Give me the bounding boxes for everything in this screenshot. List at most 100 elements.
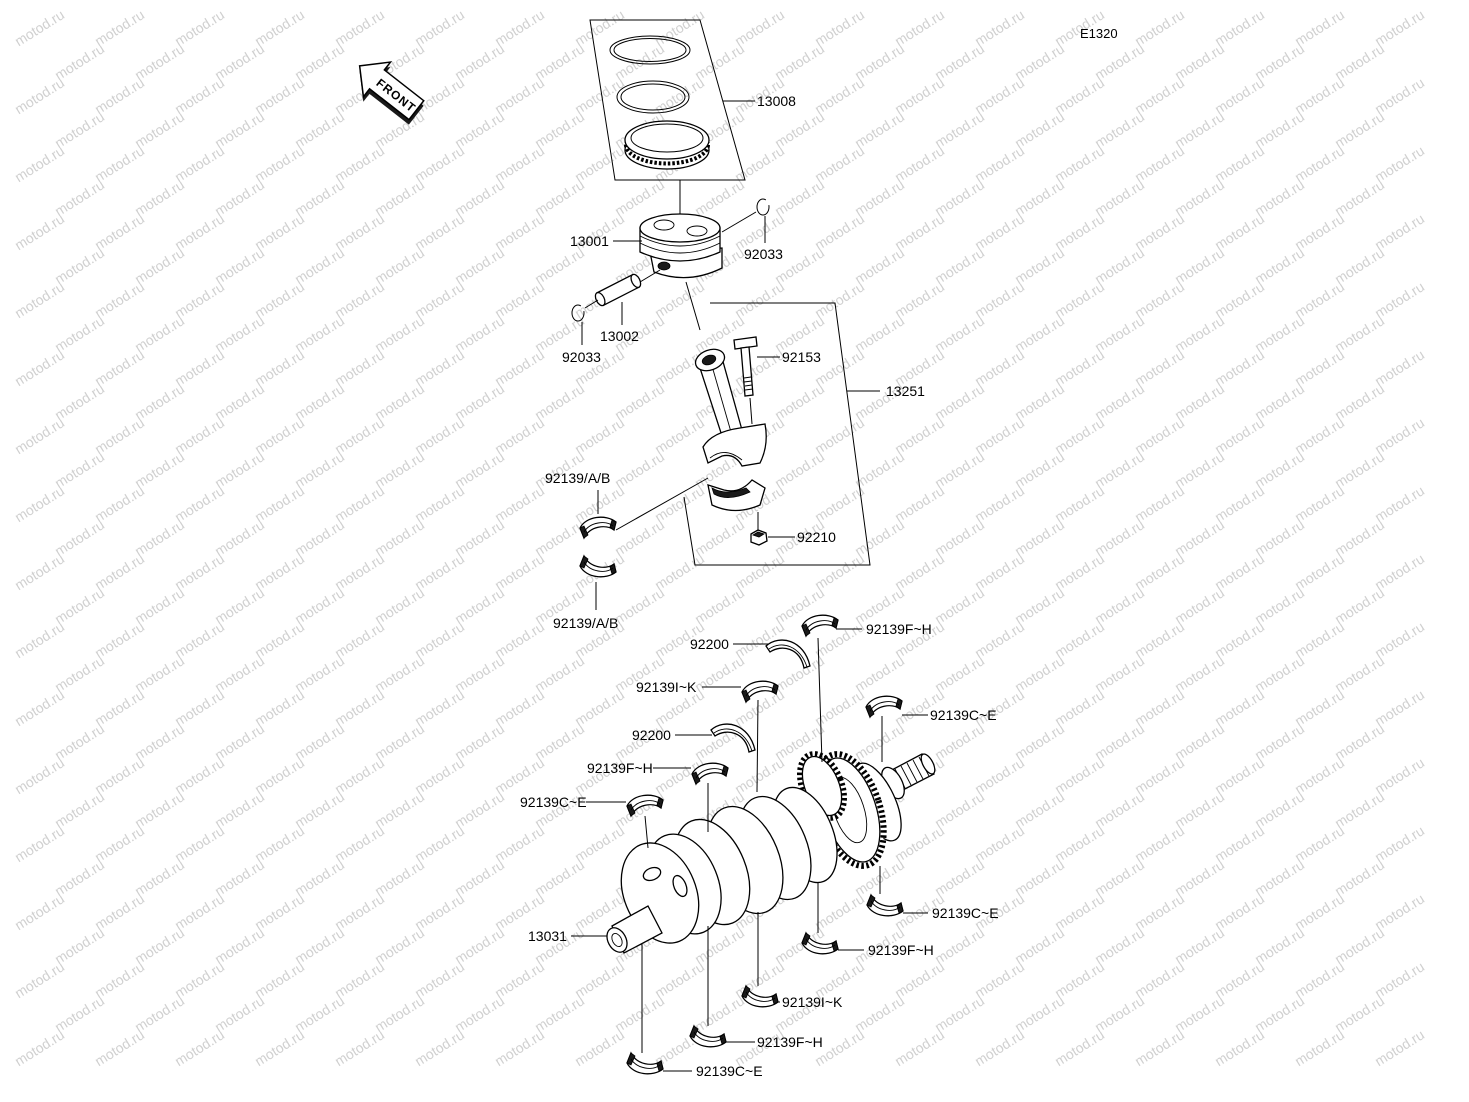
conrod-nut-top: [752, 531, 765, 538]
crank-front-end-bore: [611, 933, 623, 947]
connecting-rod: [694, 348, 767, 467]
conrod-rib: [711, 365, 732, 433]
watermark-text: motod.ru: [12, 754, 67, 797]
pin-boss-hole: [657, 261, 671, 271]
assembly-line: [749, 397, 753, 425]
callout-92210: 92210: [797, 529, 836, 545]
callout-92139fh-4: 92139F~H: [757, 1034, 823, 1050]
second-ring: [616, 80, 690, 114]
conrod-big-end-bore: [709, 452, 743, 461]
piston-pin-end: [630, 273, 642, 289]
circlip-right: [756, 198, 770, 216]
ring-set-frame: [589, 19, 746, 181]
piston: [639, 213, 723, 279]
piston-pin: [594, 273, 642, 307]
circlip-left: [571, 304, 585, 322]
callout-92139fh-1: 92139F~H: [866, 621, 932, 637]
callout-13008: 13008: [757, 93, 796, 109]
watermark-text: motod.ru: [12, 550, 67, 593]
top-ring-outer: [609, 35, 691, 65]
main-bearing-upper: [801, 614, 839, 637]
piston-crown: [639, 213, 721, 243]
assembly-line: [721, 211, 757, 233]
callout-92153: 92153: [782, 349, 821, 365]
main-bearing-lower: [866, 894, 904, 917]
callout-92139ce-3: 92139C~E: [932, 905, 999, 921]
watermark-text: motod.ru: [12, 618, 67, 661]
watermark-text: motod.ru: [12, 1026, 67, 1069]
assembly-line: [584, 299, 599, 309]
main-bearing-lower: [741, 985, 779, 1008]
callout-92139ik-1: 92139I~K: [636, 679, 697, 695]
watermark-text: motod.ru: [1132, 1026, 1187, 1069]
watermark-text: motod.ru: [972, 1026, 1027, 1069]
callout-92033-right: 92033: [744, 246, 783, 262]
callout-13001: 13001: [570, 233, 609, 249]
bolt-thread: [743, 376, 754, 391]
callout-92139-ab-upper: 92139/A/B: [545, 470, 610, 486]
watermark-text: motod.ru: [332, 1026, 387, 1069]
conrod-frame: [683, 302, 871, 566]
assembly-line: [685, 281, 701, 331]
watermark-text: motod.ru: [1212, 1026, 1267, 1069]
watermark-text: motod.ru: [1292, 1026, 1347, 1069]
assembly-line: [639, 269, 661, 283]
assembly-line: [756, 699, 759, 793]
watermark-text: motod.ru: [12, 74, 67, 117]
assembly-line: [615, 477, 709, 531]
oil-ring-upper: [624, 120, 710, 160]
callout-13251: 13251: [886, 383, 925, 399]
conrod-small-end-bore: [701, 354, 717, 366]
crank-web-cutout: [642, 866, 662, 882]
conrod-cap: [707, 479, 766, 512]
watermark-text: motod.ru: [172, 1026, 227, 1069]
watermark-text: motod.ru: [12, 890, 67, 933]
watermark-text: motod.ru: [12, 686, 67, 729]
valve-relief: [653, 219, 675, 231]
callout-13002: 13002: [600, 328, 639, 344]
watermark-text: motod.ru: [12, 142, 67, 185]
conrod-bolt: [733, 336, 758, 397]
watermark-text: motod.ru: [12, 278, 67, 321]
thrust-washer: [765, 639, 811, 669]
watermark-text: motod.ru: [412, 1026, 467, 1069]
watermark-text: motod.ru: [1052, 1026, 1107, 1069]
second-ring-inner: [620, 83, 686, 111]
conrod-cap-bearing: [711, 487, 751, 498]
watermark-text: motod.ru: [12, 414, 67, 457]
callout-92139ik-2: 92139I~K: [782, 994, 843, 1010]
conrod-big-end: [702, 423, 767, 467]
diagram-code: E1320: [1080, 26, 1118, 41]
callout-92139ce-1: 92139C~E: [930, 707, 997, 723]
assembly-line: [817, 637, 823, 763]
watermark-text: motod.ru: [12, 346, 67, 389]
callout-92139fh-2: 92139F~H: [587, 760, 653, 776]
front-arrow-body: [358, 61, 425, 121]
ring-groove: [639, 235, 721, 254]
callout-13031: 13031: [528, 928, 567, 944]
watermark-text: motod.ru: [252, 1026, 307, 1069]
callout-92200-1: 92200: [690, 636, 729, 652]
callout-92139ce-2: 92139C~E: [520, 794, 587, 810]
callout-92200-2: 92200: [632, 727, 671, 743]
second-ring-outer: [616, 80, 690, 114]
bolt-head: [733, 336, 758, 350]
top-ring: [609, 35, 691, 65]
crank-web-cutout: [672, 874, 688, 898]
watermark-text: motod.ru: [1372, 1026, 1427, 1069]
top-ring-inner: [613, 38, 687, 62]
watermark-text: motod.ru: [572, 1026, 627, 1069]
spline-end: [920, 753, 936, 775]
assembly-line: [644, 815, 649, 849]
watermark-text: motod.ru: [92, 1026, 147, 1069]
oil-ring: [624, 120, 710, 170]
callout-92033-left: 92033: [562, 349, 601, 365]
watermark-text: motod.ru: [12, 6, 67, 49]
watermark-text: motod.ru: [492, 1026, 547, 1069]
watermark-text: motod.ru: [12, 958, 67, 1001]
oil-ring-inner: [630, 123, 704, 153]
callout-92139fh-3: 92139F~H: [868, 942, 934, 958]
callout-92139-ab-lower: 92139/A/B: [553, 615, 618, 631]
callout-92139ce-4: 92139C~E: [696, 1063, 763, 1079]
